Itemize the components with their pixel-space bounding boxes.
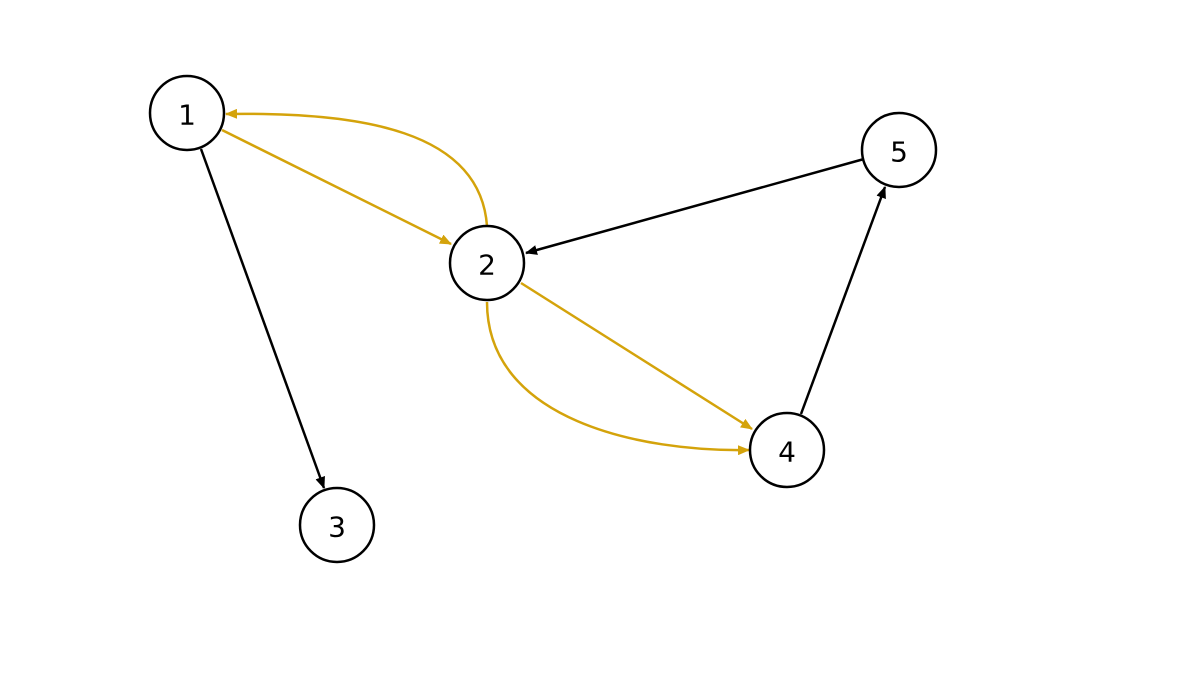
edge-1-to-3: [199, 148, 326, 489]
node-5[interactable]: 5: [860, 111, 938, 189]
edge-5-to-2: [525, 157, 865, 255]
edge-1-to-2: [221, 128, 452, 246]
node-1-label: 1: [178, 99, 196, 132]
node-3-label: 3: [328, 511, 346, 544]
node-1[interactable]: 1: [148, 74, 226, 152]
node-4[interactable]: 4: [748, 411, 826, 489]
nodes-group: 1 2 3 4 5: [148, 74, 938, 564]
node-2[interactable]: 2: [448, 224, 526, 302]
node-4-label: 4: [778, 436, 796, 469]
node-5-label: 5: [890, 136, 908, 169]
edge-4-to-5: [799, 186, 887, 415]
node-2-label: 2: [478, 249, 496, 282]
edge-2-to-4-straight: [520, 281, 753, 431]
node-3[interactable]: 3: [298, 486, 376, 564]
edges-group: [199, 108, 887, 489]
edge-2-to-4-curved: [485, 301, 750, 456]
edge-2-to-1: [225, 108, 489, 227]
